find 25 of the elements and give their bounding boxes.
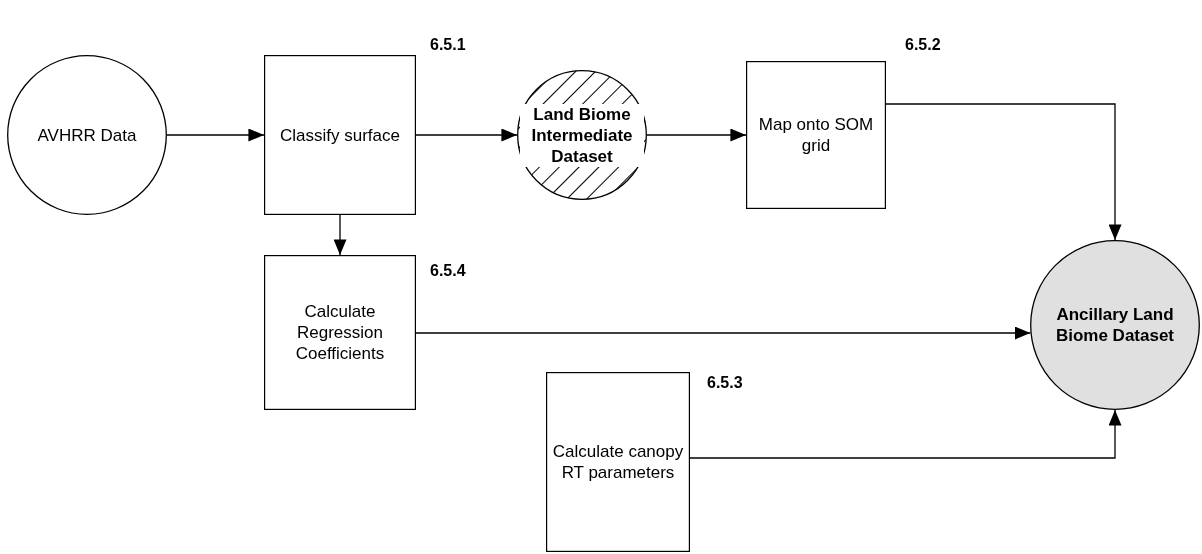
node-label: Calculate Regression Coefficients [294,301,386,364]
node-label: Map onto SOM grid [757,114,875,156]
dataset-circle [1030,240,1200,410]
step-number: 6.5.2 [905,36,941,54]
arrow [689,409,1122,459]
arrow [885,103,1122,241]
node-label: Ancillary Land Biome Dataset [1054,304,1176,346]
node-label: Classify surface [279,124,401,146]
process-box [546,372,690,552]
step-number: 6.5.3 [707,374,743,392]
arrow [166,128,265,142]
dataset-circle [517,70,647,200]
node-label: Calculate canopy RT parameters [551,441,685,483]
step-number: 6.5.4 [430,262,466,280]
arrow [415,326,1032,340]
arrow [646,128,747,142]
step-number: 6.5.1 [430,36,466,54]
process-box [264,55,416,215]
arrow [333,214,347,256]
node-label: Land Biome Intermediate Dataset [520,103,644,167]
process-box [746,61,886,209]
data-source-circle [7,55,167,215]
arrow [415,128,518,142]
node-label: AVHRR Data [36,124,138,146]
process-box [264,255,416,410]
